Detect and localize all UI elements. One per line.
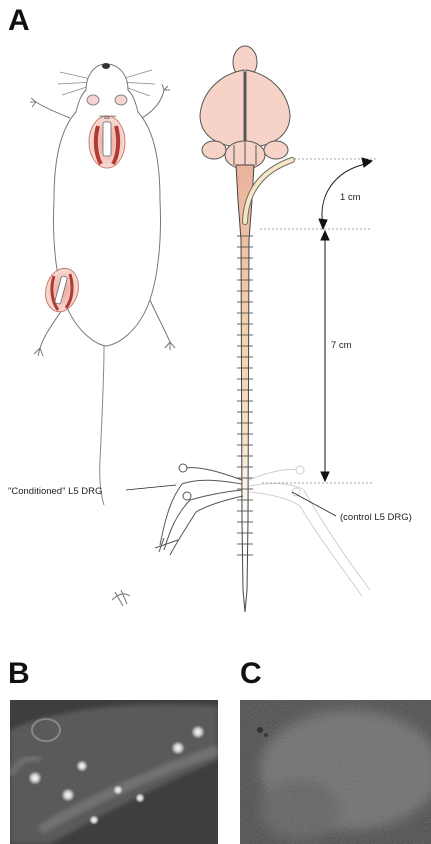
micrograph-c [240,700,431,844]
control-drg-label: (control L5 DRG) [340,512,412,523]
rat-left-arm [30,98,70,118]
micrograph-b [10,700,218,844]
rat-right-leg [150,300,175,350]
surgery-diagram: Injection Site [0,0,431,700]
measurement-arrows [319,158,372,481]
measurement-lines [260,159,378,483]
ligation-mark [112,590,130,606]
rat-tag-text: Injection Site [99,114,117,118]
distance-7cm-label: 7 cm [331,340,352,351]
rat-right-arm [142,84,170,118]
spinal-cord [236,160,292,612]
distance-1cm-label: 1 cm [340,192,361,203]
rat-figure [30,63,175,505]
conditioned-sciatic-nerve [155,464,243,555]
conditioned-drg-leader [126,485,176,490]
rat-tail [100,345,104,505]
control-sciatic-nerve [249,466,370,596]
control-drg-leader [292,492,336,516]
conditioned-drg-label: "Conditioned" L5 DRG [8,486,102,497]
brain [200,46,290,169]
